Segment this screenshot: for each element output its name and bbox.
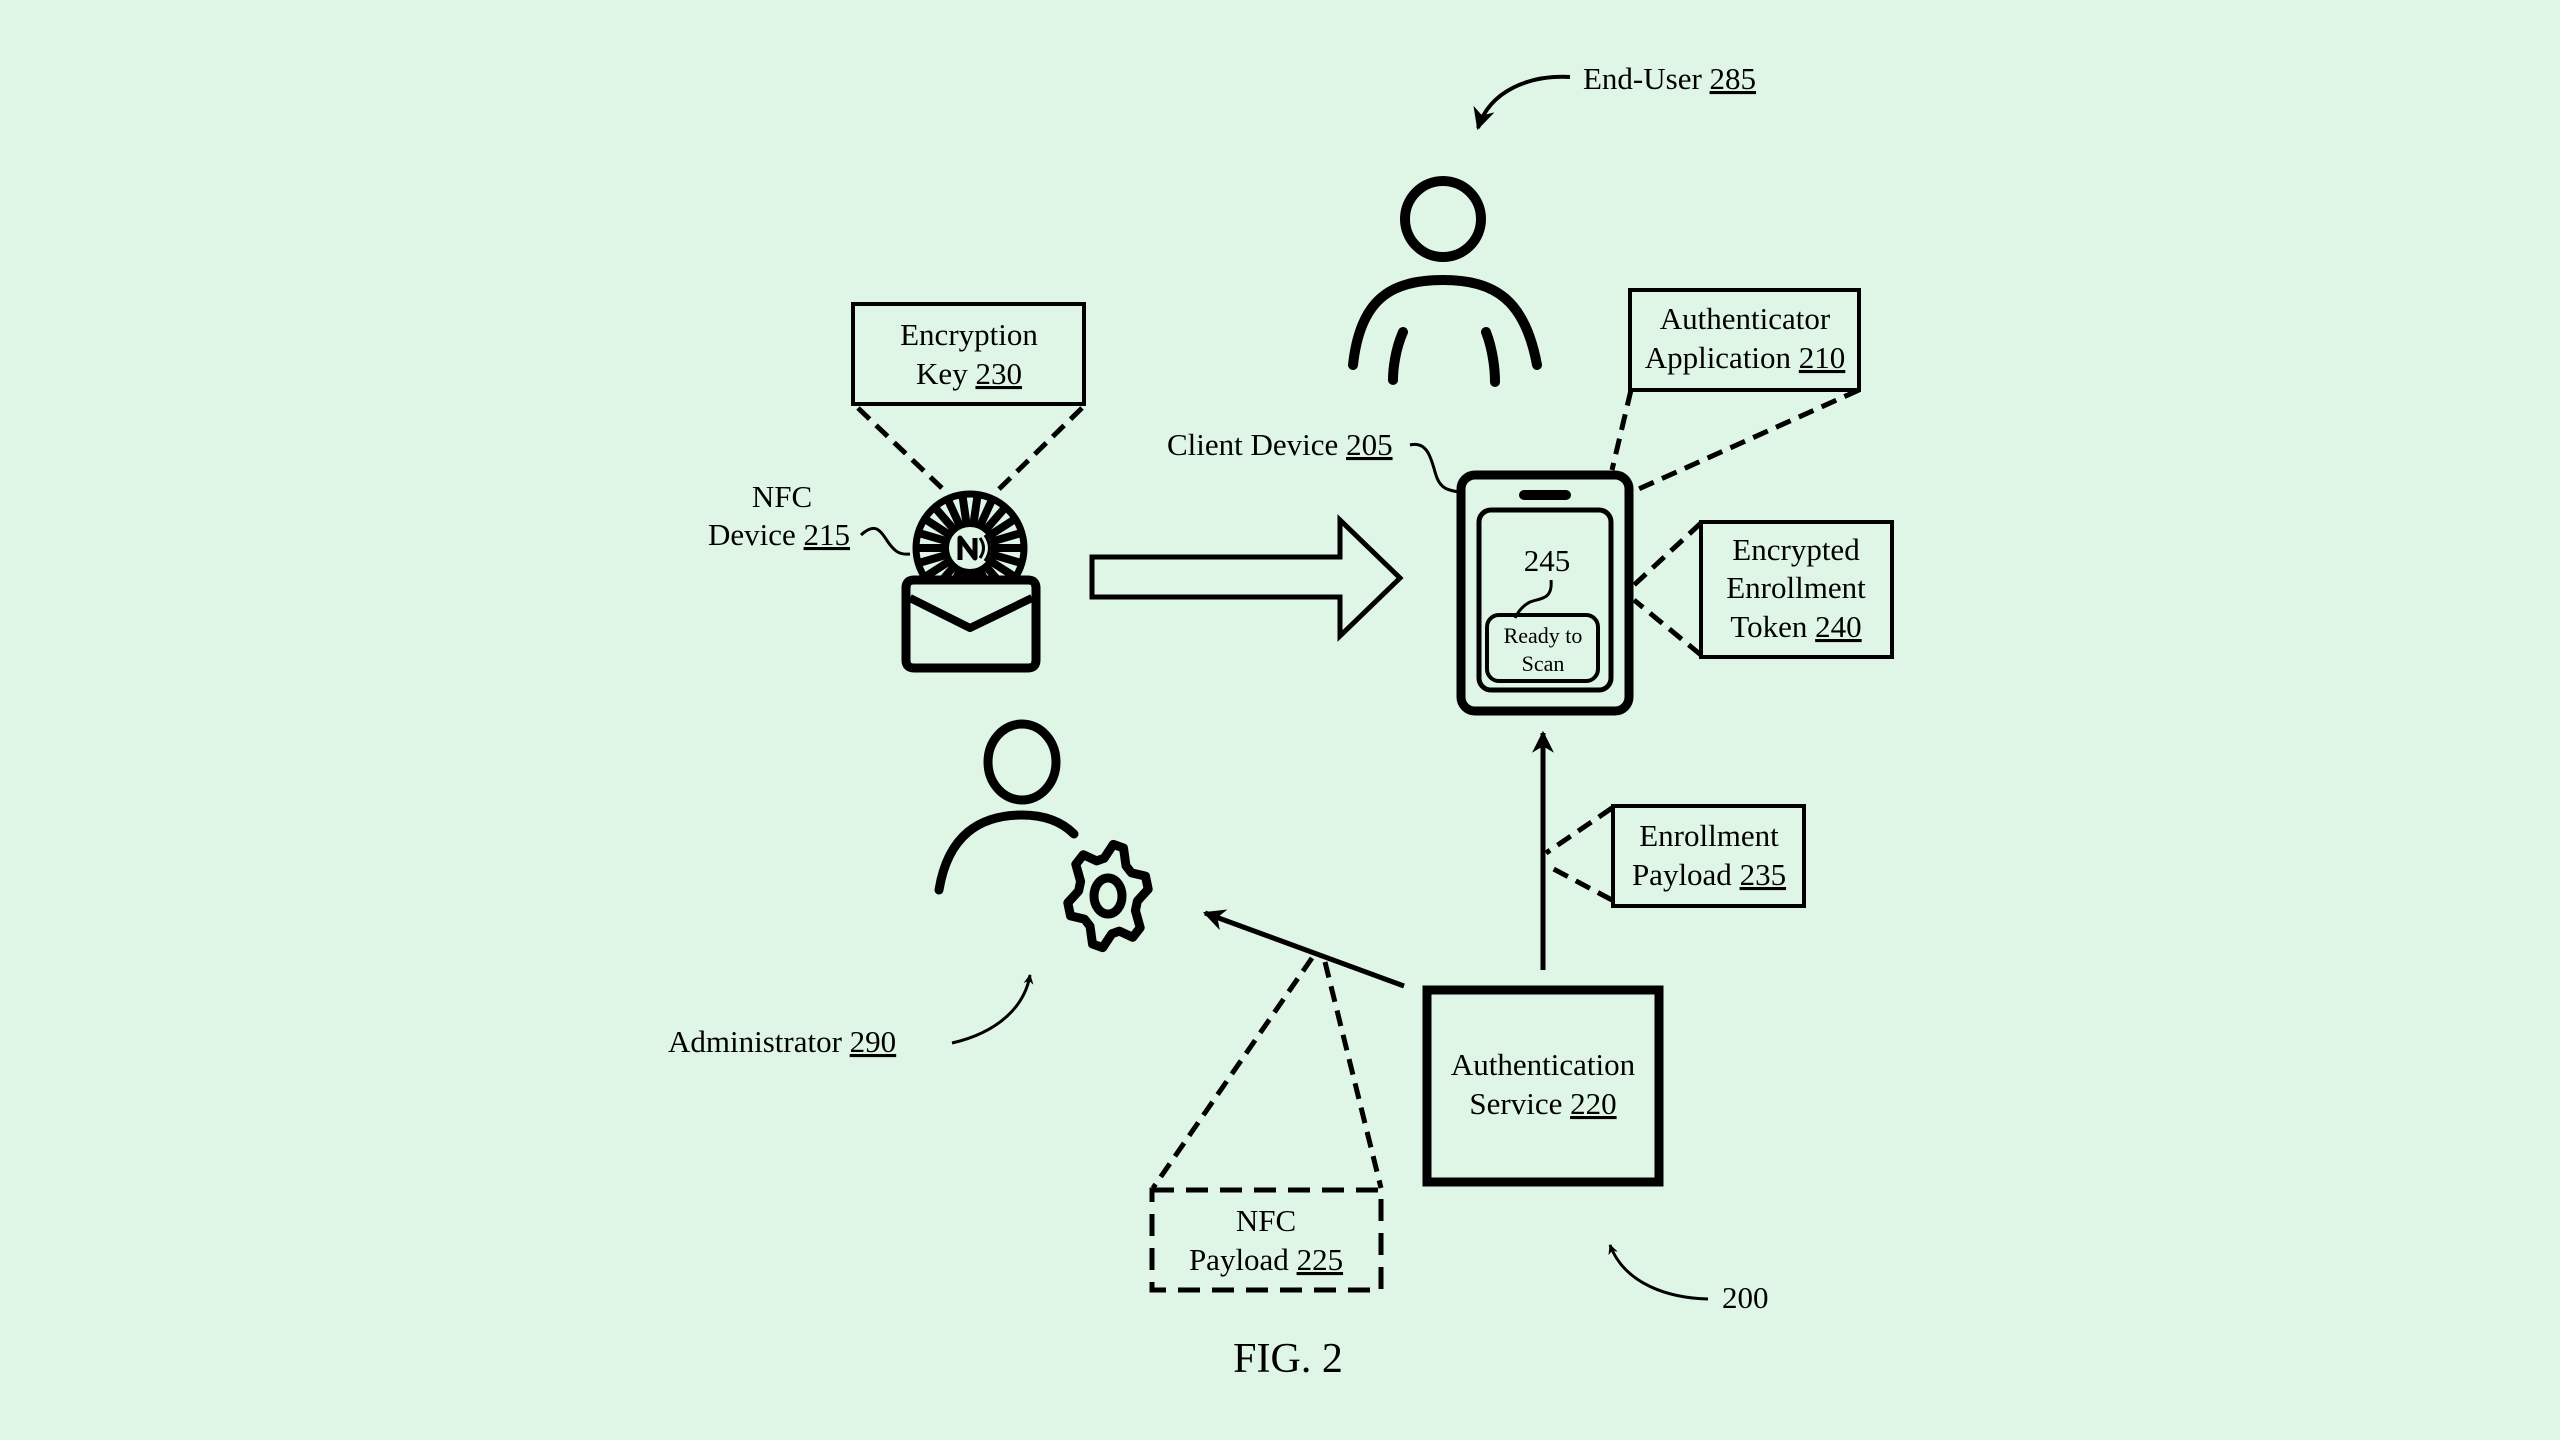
svg-text:Service 220: Service 220 xyxy=(1469,1086,1616,1121)
encryption-key-callout-lines xyxy=(856,406,1084,494)
svg-text:NFC: NFC xyxy=(1236,1203,1296,1238)
svg-text:Enrollment: Enrollment xyxy=(1726,570,1866,605)
smartphone-icon: 245 Ready to Scan xyxy=(1456,470,1634,716)
nfc-payload-callout-lines xyxy=(1150,956,1384,1190)
administrator-label: Administrator 290 xyxy=(668,974,1034,1059)
svg-text:Encryption: Encryption xyxy=(900,317,1038,352)
enrollment-payload-box: Enrollment Payload 235 xyxy=(1544,804,1806,908)
envelope-icon xyxy=(901,575,1041,673)
figure-reference-arrow xyxy=(1608,1244,1709,1301)
enrollment-payload-callout-lines xyxy=(1544,805,1614,903)
svg-text:Key 230: Key 230 xyxy=(916,356,1022,391)
svg-text:Payload 235: Payload 235 xyxy=(1632,857,1786,892)
svg-text:Administrator 290: Administrator 290 xyxy=(668,1024,896,1059)
admin-gear-icon xyxy=(934,719,1153,953)
svg-text:Encrypted: Encrypted xyxy=(1732,532,1860,567)
nfc-spoke xyxy=(918,551,947,567)
end-user-label: End-User 285 xyxy=(1473,61,1756,131)
svg-text:Scan: Scan xyxy=(1522,651,1565,676)
svg-text:Ready to: Ready to xyxy=(1504,623,1583,648)
svg-text:Client Device 205: Client Device 205 xyxy=(1167,427,1393,462)
administrator-leader-arrow xyxy=(951,974,1034,1045)
nfc-device-label: NFC Device 215 xyxy=(708,479,911,556)
svg-text:Authentication: Authentication xyxy=(1451,1047,1636,1082)
end-user-leader-arrow xyxy=(1473,74,1571,131)
authentication-service-box: Authentication Service 220 xyxy=(1422,985,1664,1187)
nfc-spoke xyxy=(989,516,1016,538)
svg-text:Payload 225: Payload 225 xyxy=(1189,1242,1343,1277)
svg-text:End-User 285: End-User 285 xyxy=(1583,61,1756,96)
figure-caption: FIG. 2 xyxy=(1233,1336,1343,1382)
nfc-device-leader xyxy=(859,526,911,556)
nfc-spoke xyxy=(969,495,982,523)
nfc-spoke xyxy=(944,499,963,527)
nfc-spoke xyxy=(924,516,951,538)
authenticator-callout-lines xyxy=(1609,387,1861,495)
nfc-spoke xyxy=(932,506,956,531)
admin-arrow xyxy=(1202,909,1405,989)
screen-ref-label: 245 xyxy=(1524,543,1571,578)
nfc-spoke xyxy=(977,499,996,527)
svg-text:Token 240: Token 240 xyxy=(1730,609,1861,644)
svg-text:Enrollment: Enrollment xyxy=(1639,818,1779,853)
svg-text:200: 200 xyxy=(1722,1280,1769,1315)
nfc-spoke xyxy=(989,558,1016,580)
nfc-spoke xyxy=(993,529,1022,545)
nfc-spoke xyxy=(958,495,971,523)
nfc-spoke xyxy=(993,551,1022,567)
block-arrow xyxy=(1089,514,1404,642)
ready-to-scan-button: Ready to Scan xyxy=(1485,613,1600,683)
person-icon xyxy=(1348,176,1542,387)
encryption-key-box: Encryption Key 230 xyxy=(851,302,1086,494)
svg-text:NFC: NFC xyxy=(752,479,812,514)
encrypted-enrollment-token-box: Encrypted Enrollment Token 240 xyxy=(1632,520,1894,659)
svg-text:Authenticator: Authenticator xyxy=(1660,301,1831,336)
svg-text:Device 215: Device 215 xyxy=(708,517,850,552)
nfc-spoke xyxy=(984,506,1008,531)
svg-text:Application 210: Application 210 xyxy=(1645,340,1846,375)
figure-reference: 200 xyxy=(1608,1244,1769,1315)
authenticator-application-box: Authenticator Application 210 xyxy=(1609,288,1861,495)
nfc-spoke xyxy=(924,558,951,580)
nfc-payload-box: NFC Payload 225 xyxy=(1149,956,1384,1293)
client-device-label: Client Device 205 xyxy=(1167,427,1459,494)
token-callout-lines xyxy=(1632,521,1703,657)
nfc-spoke xyxy=(918,529,947,545)
client-device-leader xyxy=(1409,442,1459,494)
